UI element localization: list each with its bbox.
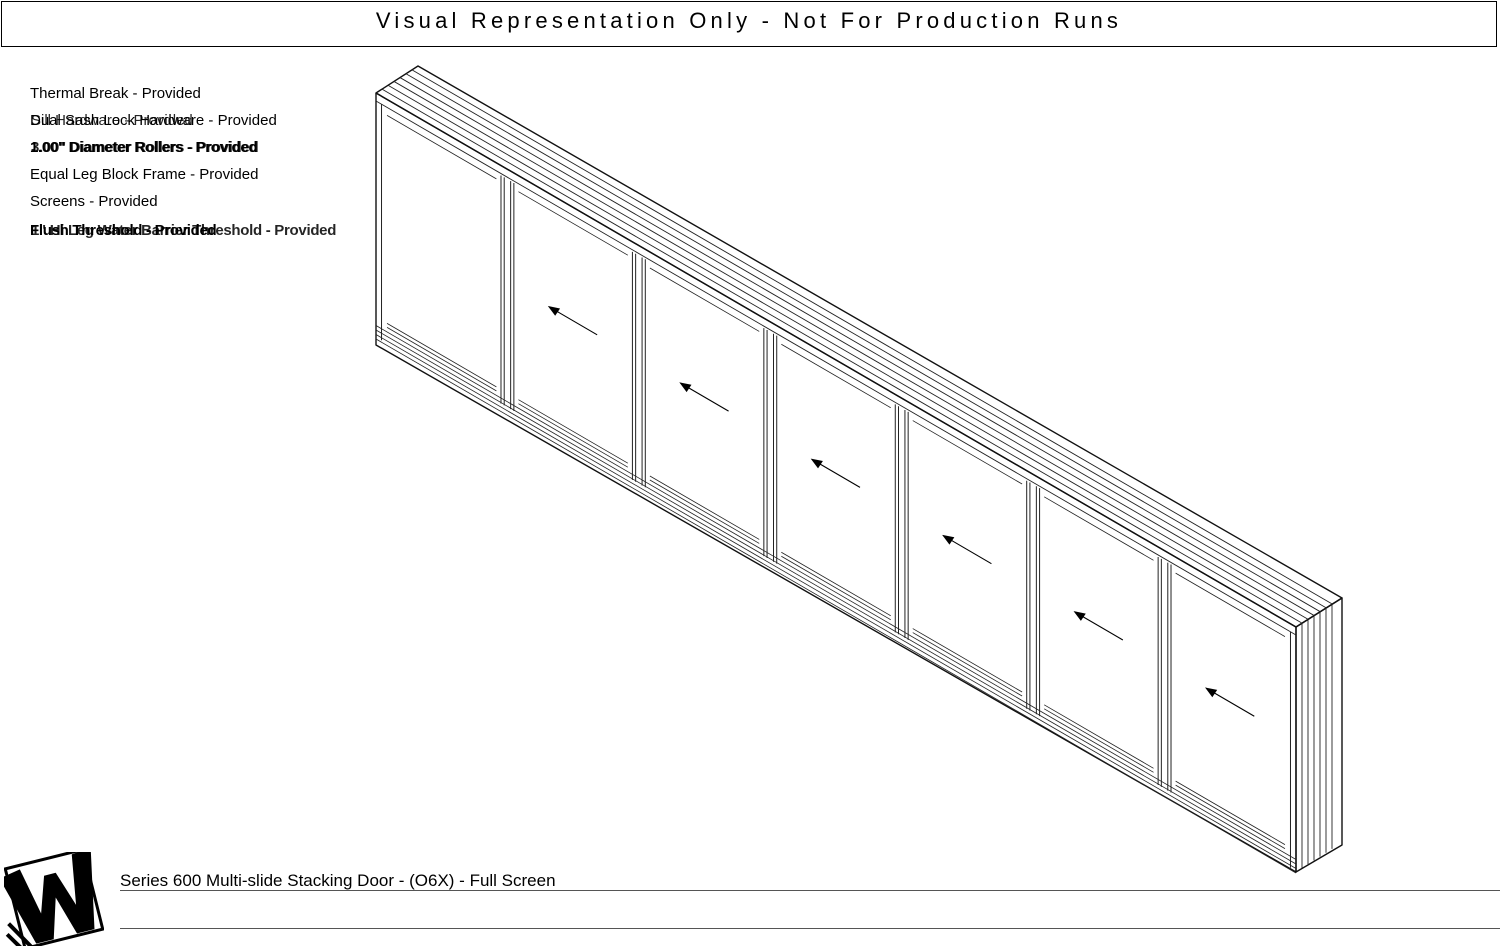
panel-rail (1175, 784, 1286, 849)
head-inner (375, 100, 1297, 636)
slide-arrow-head (810, 458, 823, 469)
panel-rail (1043, 496, 1154, 561)
door-frame (375, 65, 1343, 873)
company-logo (4, 852, 104, 946)
head-rib (399, 77, 1321, 612)
panel-rail (781, 555, 891, 621)
slide-arrow-head (1204, 687, 1218, 698)
panel-rail (518, 403, 629, 468)
panel-rail (649, 475, 760, 540)
sill-line (375, 338, 1297, 874)
panel-rail (781, 551, 891, 617)
sill-line (375, 325, 1297, 860)
panel-rail (1175, 780, 1286, 845)
spec-line-overlap: 3.00" Diameter Rollers - Provided (31, 139, 259, 156)
spec-line: Dual Sash Lock Hardware - Provided (30, 112, 277, 129)
spec-line: Thermal Break - Provided (30, 85, 201, 102)
panel-rail (649, 267, 760, 332)
head-rib (411, 69, 1333, 605)
spec-line: Screens - Provided (30, 193, 158, 210)
slide-arrows (547, 306, 1255, 717)
panel-rail (912, 420, 1023, 485)
spec-line: 1.00" Diameter Rollers - Provided (30, 139, 258, 156)
spec-line-overlap: 1" Hi Leg Water Barrier Threshold - Prov… (31, 222, 337, 239)
slide-arrow-head (679, 382, 692, 393)
slide-arrow-head (547, 306, 561, 316)
panel-rail (518, 399, 629, 464)
panel-rail (1043, 708, 1154, 773)
disclaimer-text: Visual Representation Only - Not For Pro… (375, 8, 1123, 33)
head-rib (387, 84, 1309, 620)
panel-rail (386, 327, 497, 392)
disclaimer-banner: Visual Representation Only - Not For Pro… (1, 1, 1497, 47)
panel-rail (386, 115, 497, 180)
panel-rail (781, 343, 891, 409)
drawing-title: Series 600 Multi-slide Stacking Door - (… (120, 871, 556, 890)
title-underline (120, 890, 1500, 891)
panel-rail (1043, 704, 1154, 769)
door-lines (375, 69, 1333, 874)
bottom-rule (120, 928, 1500, 929)
head-rib (381, 88, 1303, 624)
slide-arrow-head (942, 534, 955, 545)
panel-rail (1175, 572, 1286, 637)
panel-rail (912, 628, 1023, 693)
spec-line: Equal Leg Block Frame - Provided (30, 166, 259, 183)
spec-line-overlap: Sill Hardware - Provided (31, 112, 193, 129)
sill-line (375, 329, 1297, 865)
panel-rail (649, 479, 760, 544)
spec-line: Flush Threshold - Provided (30, 222, 217, 239)
panel-rail (386, 323, 497, 388)
panel-rail (912, 632, 1023, 697)
panel-rail (518, 191, 629, 256)
head-rib (393, 81, 1315, 616)
sill-line (375, 334, 1297, 869)
head-rib (405, 73, 1327, 609)
slide-arrow-head (1073, 611, 1086, 621)
